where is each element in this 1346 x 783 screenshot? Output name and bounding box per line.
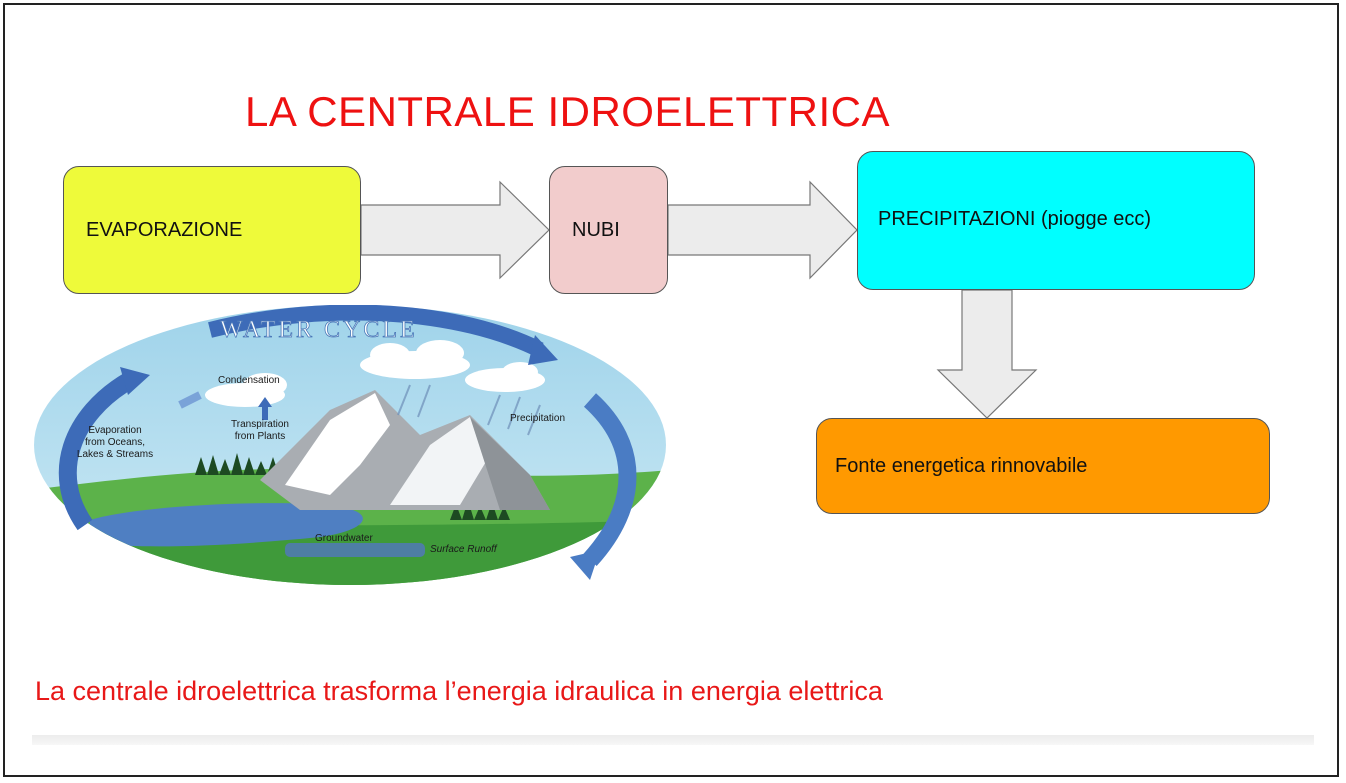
box-nubi-label: NUBI: [572, 218, 620, 241]
water-cycle-illustration: WATER CYCLE Condensation Evaporation fro…: [34, 305, 666, 585]
box-fonte-energetica: Fonte energetica rinnovabile: [816, 418, 1270, 514]
slide-caption: La centrale idroelettrica trasforma l’en…: [35, 676, 883, 706]
box-nubi: NUBI: [549, 166, 668, 294]
box-evaporazione-label: EVAPORAZIONE: [86, 218, 243, 241]
box-precipitazioni-label: PRECIPITAZIONI (piogge ecc): [878, 208, 1152, 230]
slide-title: LA CENTRALE IDROELETTRICA: [245, 88, 890, 135]
arrow-prec-to-fonte: [936, 289, 1038, 419]
arrow-evap-to-nubi: [360, 180, 550, 280]
label-groundwater: Groundwater: [315, 533, 373, 544]
bottom-divider: [32, 735, 1314, 745]
box-precipitazioni: PRECIPITAZIONI (piogge ecc): [857, 151, 1255, 290]
box-evaporazione: EVAPORAZIONE: [63, 166, 361, 294]
box-fonte-label: Fonte energetica rinnovabile: [835, 454, 1088, 477]
label-evaporation-2: from Oceans,: [85, 437, 145, 448]
label-transpiration-2: from Plants: [235, 431, 286, 442]
label-surface-runoff: Surface Runoff: [430, 544, 498, 555]
label-evaporation-3: Lakes & Streams: [77, 449, 153, 460]
arrow-nubi-to-prec: [667, 180, 858, 280]
label-condensation: Condensation: [218, 375, 280, 386]
label-evaporation-1: Evaporation: [88, 425, 141, 436]
label-transpiration-1: Transpiration: [231, 419, 289, 430]
water-cycle-heading: WATER CYCLE: [220, 317, 418, 343]
label-precipitation: Precipitation: [510, 413, 565, 424]
